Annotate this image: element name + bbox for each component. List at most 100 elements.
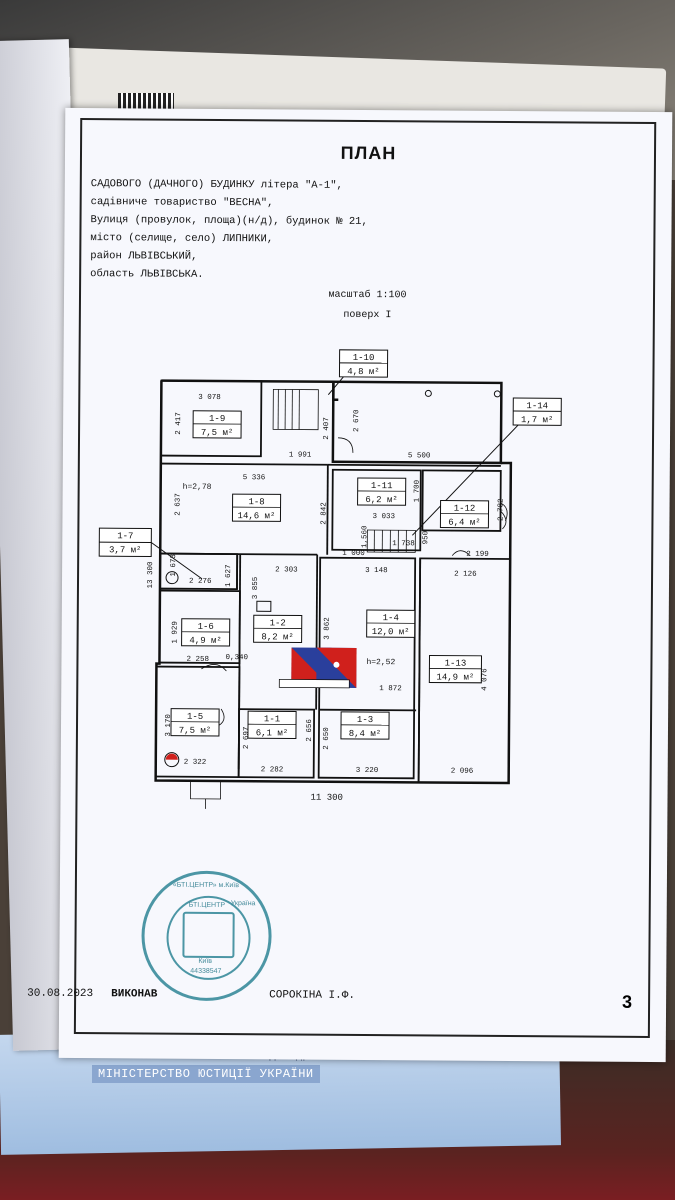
stove-symbol: [256, 600, 272, 612]
room-box-1-2: [253, 614, 303, 644]
room-area: 6,4 м²: [448, 518, 480, 528]
room-id: 1-2: [270, 618, 286, 628]
dimension: 5 500: [408, 452, 431, 460]
room-id: 1-4: [383, 613, 399, 623]
staircase: [272, 388, 416, 553]
dimension: 2 096: [451, 768, 474, 776]
dimension: 2 276: [189, 578, 212, 586]
room-area: 4,9 м²: [189, 636, 221, 646]
dimension: 2 782: [497, 498, 505, 521]
plan-sheet: ПЛАН САДОВОГО (ДАЧНОГО) БУДИНКУ літера "…: [27, 107, 673, 1063]
height-label: h=2,52: [366, 658, 395, 667]
dimension: 2 199: [466, 551, 489, 559]
stamp-code-text: 44338547: [190, 967, 222, 976]
dimension: 2 670: [353, 409, 361, 432]
footer-date: 30.08.2023: [27, 987, 94, 1001]
dimension: 3 855: [252, 576, 260, 599]
dimension: 5 336: [243, 474, 266, 482]
dimension: 1 738: [392, 540, 415, 548]
room-id: 1-12: [454, 504, 476, 514]
dimension: 1 929: [172, 621, 180, 644]
room-area: 8,2 м²: [261, 632, 293, 642]
callout-1-7: [98, 527, 203, 580]
door-swings: [190, 437, 508, 809]
room-area: 7,5 м²: [179, 726, 211, 736]
room-box-1-5: [170, 708, 220, 737]
dimension: 4 076: [481, 668, 489, 691]
dimension: 3 148: [365, 567, 388, 575]
room-id: 1-10: [353, 353, 375, 363]
stamp-heart-emblem: [182, 911, 235, 959]
floor-plan: 1-10 4,8 м² 1-14 1,7 м² 1-9 7,5 м² 1-8 1…: [98, 349, 562, 809]
dimension: 2 697: [243, 727, 251, 750]
dimension: 3 078: [198, 394, 221, 402]
official-stamp: «БТІ.ЦЕНТР» м.Київ Україна БТІ.ЦЕНТР Киї…: [141, 870, 272, 1002]
callout-1-14: [411, 397, 562, 536]
dimension: 1 673: [170, 554, 178, 577]
room-box-1-9: [192, 410, 242, 439]
dimension: 3 862: [324, 617, 332, 640]
room-box-1-3: [340, 711, 390, 740]
dimension: 2 303: [275, 566, 298, 574]
stamp-city-text: Київ: [198, 957, 213, 965]
room-id: 1-7: [117, 531, 133, 541]
room-id: 1-9: [209, 414, 225, 424]
room-id: 1-8: [248, 497, 264, 507]
dimension: 3 170: [165, 714, 173, 737]
dimension: 2 656: [306, 719, 314, 742]
room-box-1-11: [357, 477, 407, 506]
stamp-country-text: Україна: [230, 900, 256, 908]
dimension: 1 700: [414, 479, 422, 502]
room-box-1-1: [247, 710, 297, 740]
toilet-symbol: [165, 571, 179, 585]
dimension: 2 417: [175, 412, 183, 435]
dimension: 2 407: [323, 417, 331, 440]
dimension: 3 220: [356, 767, 379, 775]
room-box-1-4: [366, 609, 416, 638]
certificate-ministry-text: МІНІСТЕРСТВО ЮСТИЦІЇ УКРАЇНИ: [92, 1065, 320, 1083]
heating-device: [278, 647, 357, 689]
dimension: 1 000: [342, 550, 365, 558]
stamp-name-text: БТІ.ЦЕНТР: [188, 901, 226, 910]
room-area: 14,9 м²: [436, 672, 474, 682]
room-box-1-6: [181, 618, 231, 647]
dimension: 2 282: [261, 766, 284, 774]
room-area: 4,8 м²: [347, 367, 379, 377]
page-number: 3: [622, 991, 633, 1012]
dimension: 950: [422, 530, 430, 544]
dimension: 3 033: [372, 513, 395, 521]
height-label: h=2,78: [183, 483, 212, 492]
room-id: 1-1: [264, 714, 280, 724]
room-area: 1,7 м²: [521, 415, 553, 425]
room-id: 1-14: [526, 401, 548, 411]
dimension: 2 637: [174, 493, 182, 516]
room-id: 1-6: [198, 622, 214, 632]
room-box-1-8: [231, 493, 282, 522]
room-area: 14,6 м²: [238, 511, 276, 521]
dimension: 2 258: [186, 656, 209, 664]
dimension: 1 627: [225, 565, 233, 588]
dimension: 2 650: [323, 727, 331, 750]
dimension: 1 991: [289, 451, 312, 459]
dimension: 2 126: [454, 571, 477, 579]
window-marks: [159, 380, 511, 672]
dimension: 0,340: [225, 654, 248, 662]
room-box-1-12: [439, 500, 490, 529]
room-area: 6,1 м²: [256, 728, 288, 738]
dimension: 13 300: [147, 561, 155, 589]
room-id: 1-11: [371, 481, 393, 491]
dimension: 1,560: [361, 525, 369, 548]
room-id: 1-3: [357, 715, 373, 725]
dimension: 2 842: [320, 502, 328, 525]
room-area: 7,5 м²: [201, 428, 233, 438]
stamp-ring-text: «БТІ.ЦЕНТР» м.Київ: [172, 881, 239, 890]
gas-meter-symbol: [164, 752, 180, 768]
footer-executor-label: ВИКОНАВ: [111, 988, 158, 1001]
dimension: 2 322: [184, 759, 207, 767]
room-area: 3,7 м²: [109, 545, 141, 555]
room-area: 6,2 м²: [365, 495, 397, 505]
footer-executor-name: СОРОКІНА І.Ф.: [269, 989, 356, 1002]
room-id: 1-5: [187, 712, 203, 722]
gas-meter-fill: [165, 753, 178, 760]
dimension-total-width: 11 300: [310, 793, 342, 803]
